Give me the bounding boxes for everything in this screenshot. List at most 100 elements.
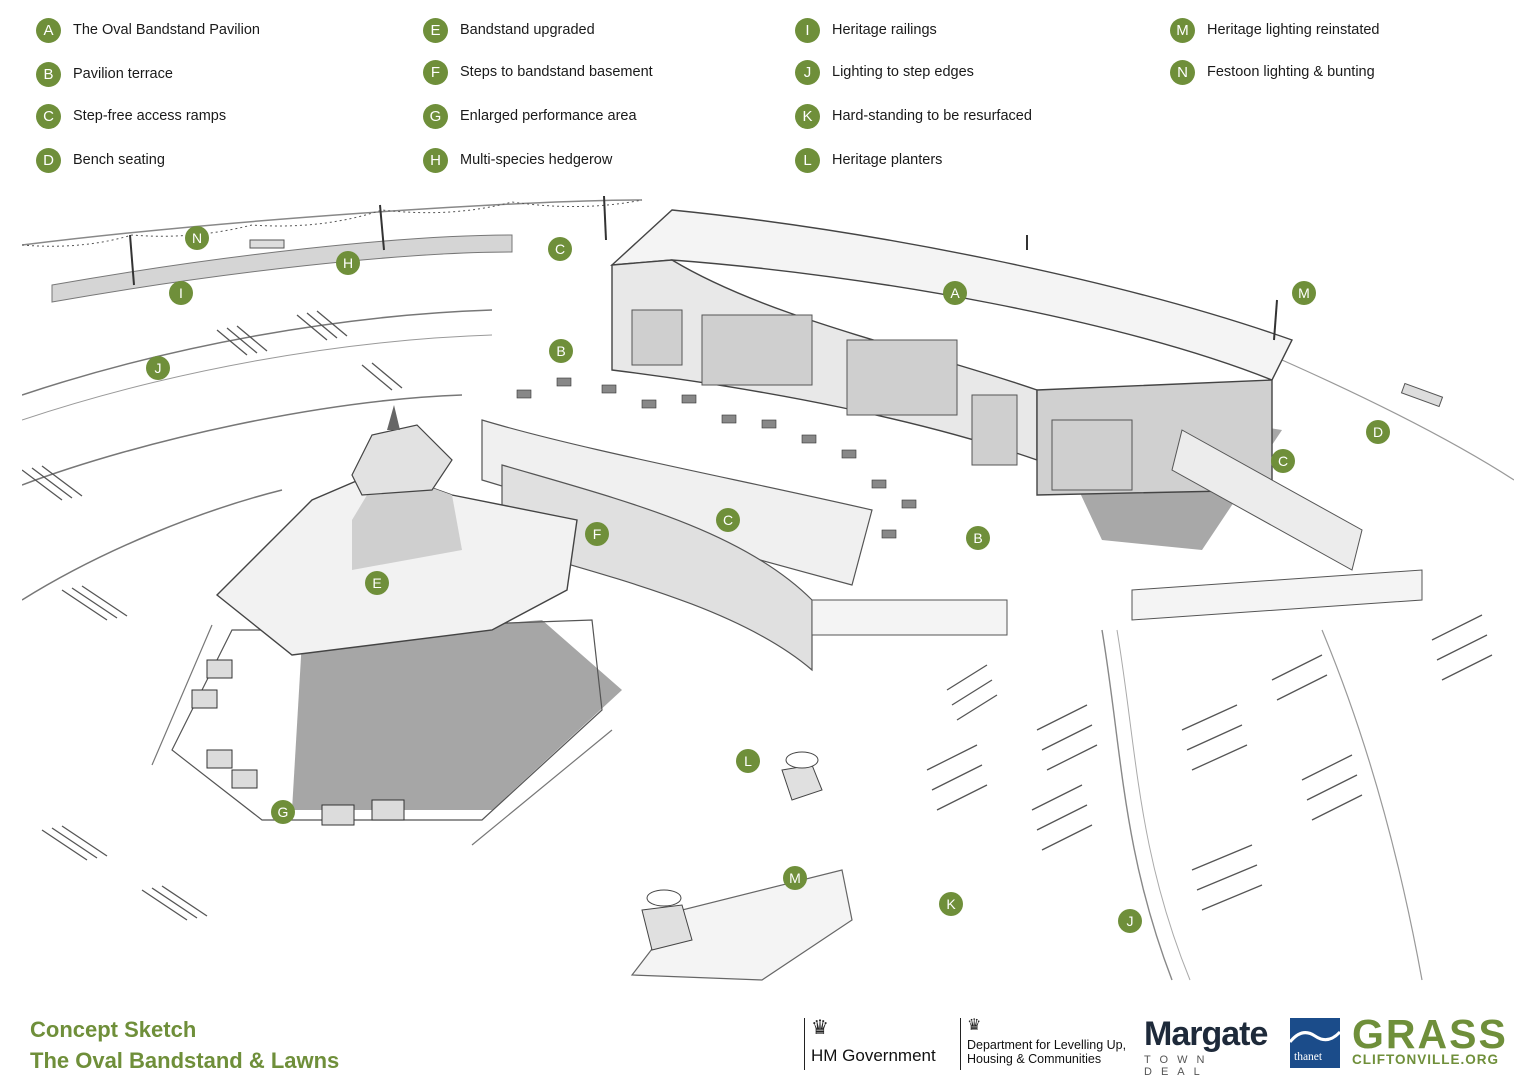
hm-government-text: HM Government [811,1046,936,1065]
map-marker-c: C [1271,449,1295,473]
map-marker-a: A [943,281,967,305]
legend-item-n: N Festoon lighting & bunting [1170,59,1375,85]
grass-text: GRASS [1352,1011,1508,1057]
royal-crest-icon: ♛ [811,1017,829,1039]
bandstand-finial [387,405,400,430]
legend-item-i: I Heritage railings [795,17,937,43]
right-lawn-edge [1281,359,1514,481]
footer-title: Concept Sketch The Oval Bandstand & Lawn… [30,1014,339,1076]
map-marker-g: G [271,800,295,824]
cliftonville-text: CLIFTONVILLE.ORG [1352,1052,1499,1067]
legend-label: Hard-standing to be resurfaced [832,108,1032,124]
marker-icon: E [423,17,448,43]
right-ramp [1171,429,1363,571]
dluhc-logo: ♛ Department for Levelling Up, Housing &… [960,1018,1126,1070]
lamp-posts [129,195,1278,341]
performance-area-step [151,624,613,846]
legend-label: Bandstand upgraded [460,22,595,38]
map-marker-c: C [716,508,740,532]
bandstand-roof-shade [352,470,462,570]
planter-l [781,764,823,801]
legend-label: Festoon lighting & bunting [1207,64,1375,80]
hedgerow-band [51,234,513,303]
middle-terrace-step [22,394,463,486]
marker-icon: I [795,17,820,43]
legend-item-c: C Step-free access ramps [36,103,226,129]
speaker-boxes [191,659,405,826]
map-marker-d: D [1366,420,1390,444]
dluhc-line-1: Department for Levelling Up, [967,1038,1127,1052]
marker-icon: F [423,59,448,85]
legend-item-b: B Pavilion terrace [36,61,173,87]
margate-text: Margate [1144,1015,1268,1053]
right-lawn-path [1101,629,1173,981]
marker-icon: H [423,147,448,173]
map-marker-c: C [548,237,572,261]
map-marker-e: E [365,571,389,595]
lower-terrace-step [22,489,283,601]
planter-lower [641,904,693,951]
marker-icon: M [1170,17,1195,43]
town-deal-text: TOWN DEAL [1144,1054,1214,1078]
performance-area [171,619,603,821]
bandstand-cupola [351,424,453,496]
concept-sketch-drawing [22,195,1514,981]
marker-icon: B [36,61,61,87]
map-marker-j: J [1118,909,1142,933]
map-marker-b: B [549,339,573,363]
map-marker-m: M [1292,281,1316,305]
legend-label: Step-free access ramps [73,108,227,124]
map-marker-h: H [336,251,360,275]
bandstand-shadow [292,620,622,810]
marker-icon: D [36,147,61,173]
wave-icon [1290,1030,1340,1043]
thanet-logo: thanet [1290,1018,1340,1068]
marker-icon: G [423,103,448,129]
lower-railing [811,599,1008,636]
legend-item-g: G Enlarged performance area [423,103,637,129]
map-marker-b: B [966,526,990,550]
legend-label: Multi-species hedgerow [460,152,613,168]
dluhc-line-2: Housing & Communities [967,1052,1102,1066]
legend-label: Pavilion terrace [73,66,173,82]
map-marker-f: F [585,522,609,546]
thanet-text: thanet [1294,1051,1323,1063]
title-line-2: The Oval Bandstand & Lawns [30,1048,340,1073]
legend-label: Heritage railings [832,22,937,38]
right-lawn-path [1321,629,1423,981]
terrace-tables [516,377,917,539]
royal-crest-icon: ♛ [967,1017,982,1034]
upper-terrace-step [22,309,493,396]
upper-railing-line [22,199,643,246]
marker-icon: K [795,103,820,129]
marker-icon: J [795,59,820,85]
title-line-1: Concept Sketch [30,1017,197,1042]
map-marker-m: M [783,866,807,890]
map-marker-l: L [736,749,760,773]
hm-government-logo: ♛ HM Government [804,1018,936,1070]
map-marker-i: I [169,281,193,305]
planter-bowl [646,889,682,907]
legend-item-m: M Heritage lighting reinstated [1170,17,1380,43]
margate-town-deal-logo: Margate TOWN DEAL [1144,1016,1278,1078]
map-marker-k: K [939,892,963,916]
legend-item-h: H Multi-species hedgerow [423,147,612,173]
legend-item-k: K Hard-standing to be resurfaced [795,103,1032,129]
legend-label: The Oval Bandstand Pavilion [73,22,260,38]
legend-label: Heritage lighting reinstated [1207,22,1380,38]
curved-ramp-wall [501,464,813,672]
legend-label: Enlarged performance area [460,108,637,124]
grass-logo: GRASS CLIFTONVILLE.ORG [1352,1011,1508,1068]
legend-label: Heritage planters [832,152,943,168]
festoon-lighting-line [22,199,643,247]
benches [249,239,1444,408]
upper-terrace-step [22,334,493,421]
legend-item-e: E Bandstand upgraded [423,17,595,43]
marker-icon: N [1170,59,1195,85]
marker-icon: C [36,103,61,129]
